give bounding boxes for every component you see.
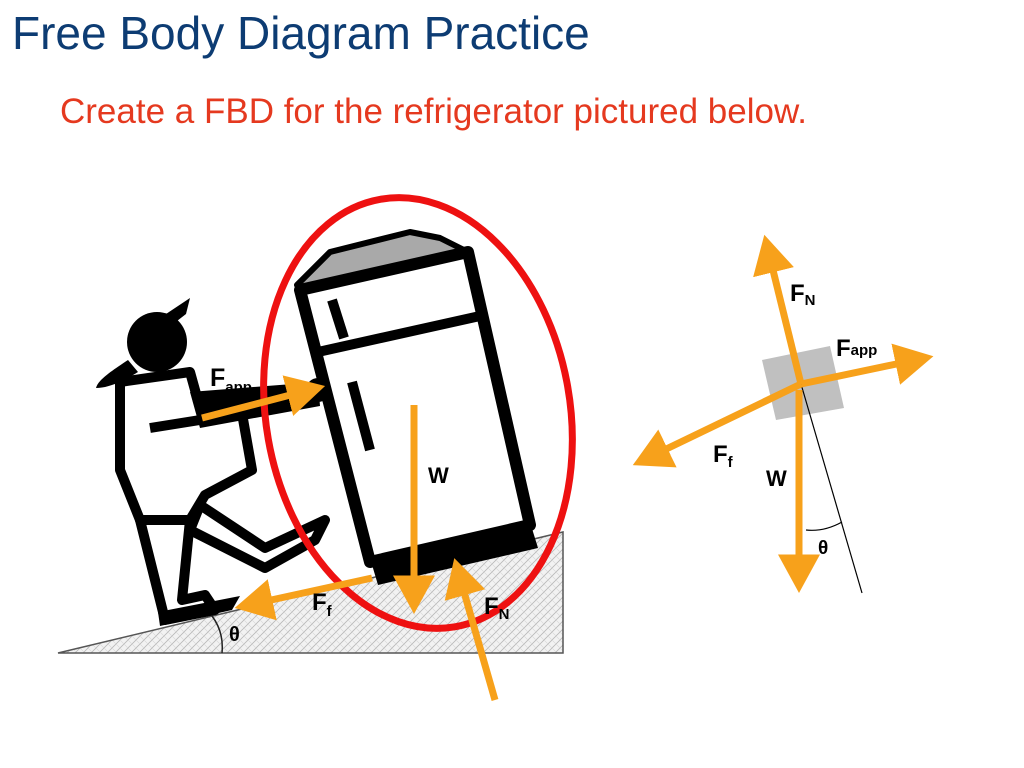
fbd-weight-label: W — [766, 466, 787, 491]
scene-friction-label: Ff — [312, 589, 333, 620]
scene-applied-force-label: Fapp — [210, 364, 252, 396]
person-figure — [96, 298, 330, 626]
slide-title: Free Body Diagram Practice — [12, 7, 590, 59]
fbd-incline-normal-line — [800, 383, 863, 594]
scene-normal-label: FN — [484, 593, 510, 623]
scene-applied-force-arrow — [201, 375, 326, 422]
system-highlight-ellipse — [260, 194, 576, 632]
scene-friction-arrow — [234, 574, 373, 621]
fbd-applied-force-label: Fapp — [836, 335, 877, 362]
fbd-normal-label: FN — [790, 280, 816, 309]
fbd-friction-arrow — [632, 380, 803, 468]
scene-normal-arrow — [444, 558, 499, 701]
fbd-friction-label: Ff — [713, 441, 734, 471]
fbd-applied-force-arrow — [800, 343, 934, 388]
slide-subtitle: Create a FBD for the refrigerator pictur… — [60, 92, 808, 131]
ramp-angle-arc — [211, 615, 224, 654]
fbd-angle-arc — [805, 521, 843, 531]
fbd-normal-arrow — [753, 234, 805, 385]
ramp-angle-label: θ — [229, 624, 240, 646]
free-body-diagram: θ FN Fapp Ff W — [632, 234, 934, 594]
scene: θ — [57, 194, 576, 701]
fbd-angle-label: θ — [818, 538, 828, 559]
scene-weight-label: W — [428, 463, 449, 488]
